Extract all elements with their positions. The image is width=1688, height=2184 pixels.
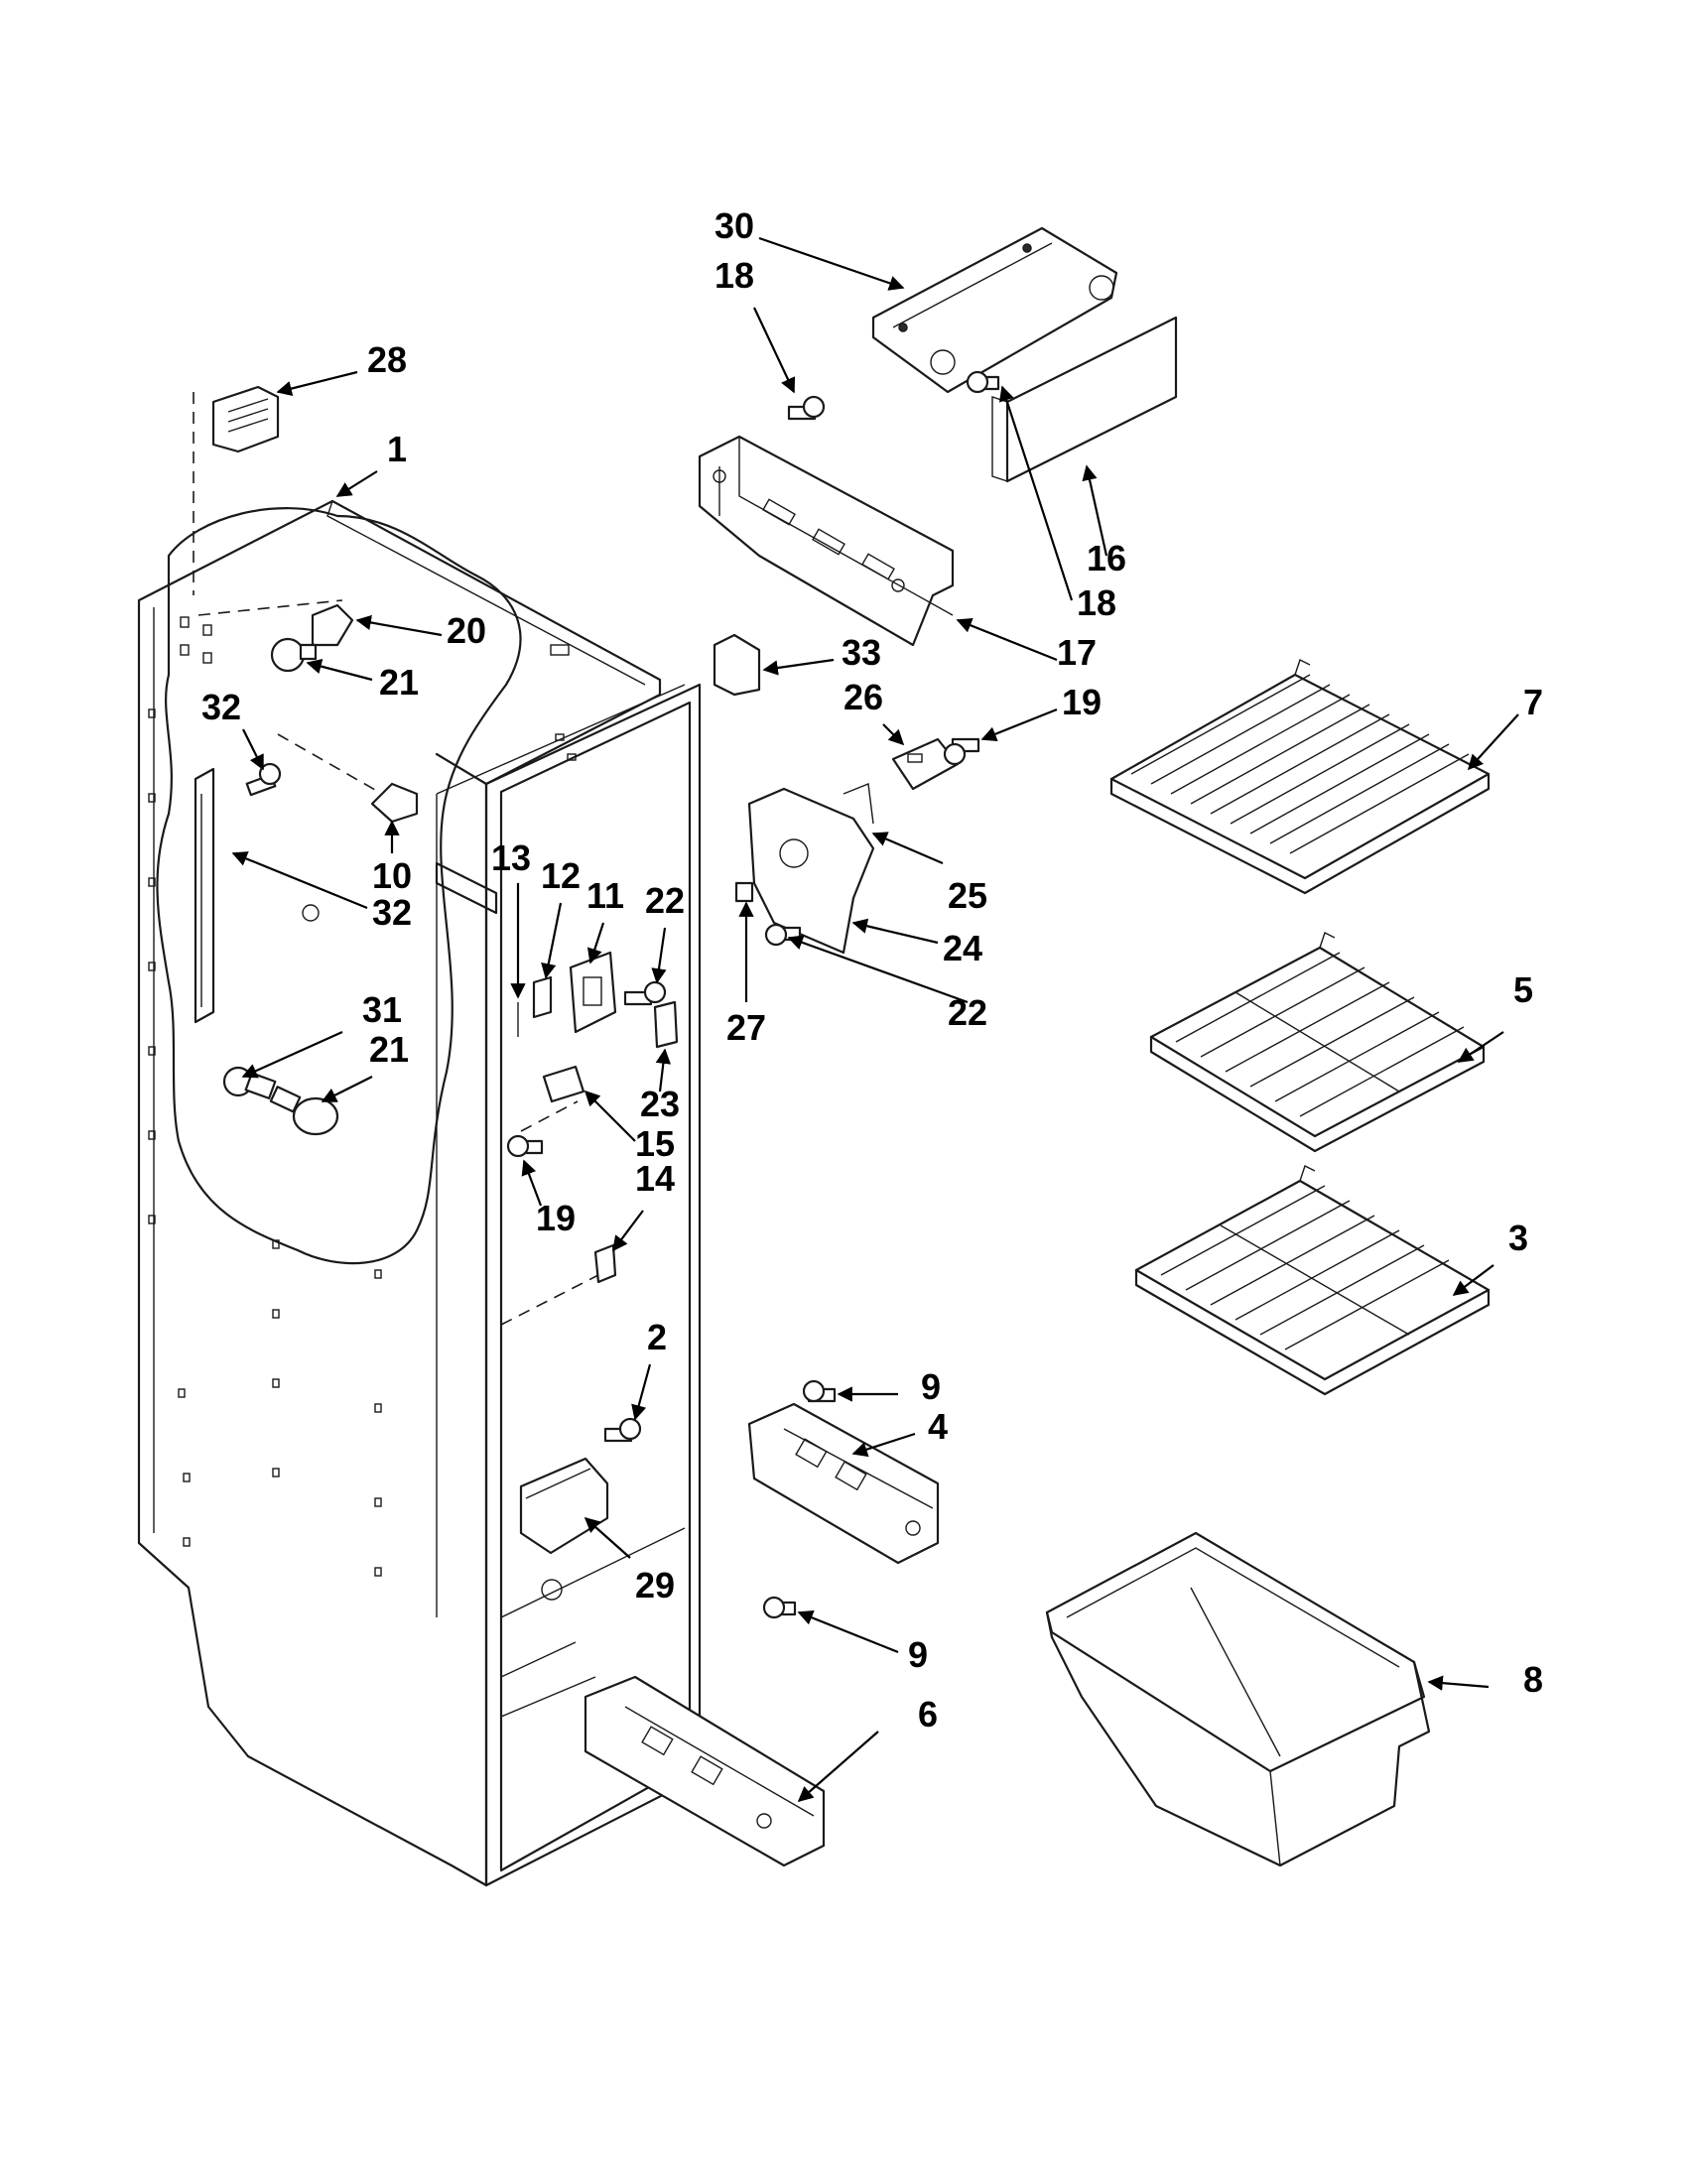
callout-14: 14 [635, 1158, 675, 1199]
callout-18: 18 [1077, 582, 1116, 623]
callout-2: 2 [647, 1317, 667, 1357]
callout-22: 22 [645, 880, 685, 921]
part-20-socket [311, 603, 354, 647]
part-29-cover [519, 1457, 609, 1555]
callout-11: 11 [586, 875, 624, 916]
callout-32: 32 [201, 687, 241, 727]
callout-10: 10 [372, 855, 412, 896]
callout-19: 19 [536, 1198, 576, 1238]
callout-22: 22 [948, 992, 987, 1033]
callout-21: 21 [379, 662, 419, 703]
callout-3: 3 [1508, 1218, 1528, 1258]
part-4-slide [747, 1402, 940, 1565]
part-25-housing [747, 783, 875, 955]
part-21-bulb-lower [269, 1086, 339, 1136]
part-18-screw-right [966, 370, 1000, 394]
part-18-screw-top [787, 395, 826, 421]
part-17-housing [698, 435, 955, 647]
callout-23: 23 [640, 1084, 680, 1124]
callout-31: 31 [362, 989, 402, 1030]
part-8-bin [1045, 1531, 1431, 1867]
callout-26: 26 [844, 677, 883, 717]
callout-30: 30 [714, 205, 754, 246]
callout-20: 20 [447, 610, 486, 651]
part-7-shelf [1109, 659, 1491, 895]
callout-6: 6 [918, 1694, 938, 1734]
part-12-bracket [532, 975, 553, 1019]
part-31-socket [222, 1066, 277, 1100]
callout-17: 17 [1057, 632, 1097, 673]
part-23-clip [653, 1000, 679, 1049]
leader-lines [231, 236, 1519, 1803]
part-30-hinge-cover [871, 226, 1118, 394]
part-19-screw-right [943, 737, 980, 766]
part-10-clip [370, 782, 419, 824]
callout-5: 5 [1513, 969, 1533, 1010]
part-22-screw-center [764, 923, 802, 947]
callout-21: 21 [369, 1029, 409, 1070]
callout-4: 4 [928, 1406, 948, 1447]
callout-33: 33 [842, 632, 881, 673]
callout-15: 15 [635, 1123, 675, 1164]
part-32-screw [245, 762, 282, 797]
callout-13: 13 [491, 837, 531, 878]
callout-25: 25 [948, 875, 987, 916]
callout-16: 16 [1087, 538, 1126, 578]
callout-24: 24 [943, 928, 982, 968]
callout-9: 9 [908, 1634, 928, 1675]
part-6-slide [584, 1675, 826, 1867]
part-15-control-board [542, 1065, 585, 1103]
light-rail [194, 767, 215, 1024]
part-2-screw [603, 1417, 642, 1443]
callout-12: 12 [541, 855, 581, 896]
callout-32: 32 [372, 892, 412, 933]
callout-19: 19 [1062, 682, 1102, 722]
part-19-screw-front [506, 1134, 544, 1158]
callout-29: 29 [635, 1565, 675, 1606]
callout-9: 9 [921, 1366, 941, 1407]
part-9-screw-lower [762, 1596, 797, 1619]
part-14-switch [593, 1243, 617, 1284]
part-27-knob [734, 881, 754, 903]
part-22-screw-front [623, 980, 667, 1006]
part-28-cover [211, 385, 280, 453]
callout-1: 1 [387, 429, 407, 469]
part-11-thermostat [569, 951, 617, 1034]
callout-28: 28 [367, 339, 407, 380]
part-33-clip [713, 633, 761, 697]
callout-18: 18 [714, 255, 754, 296]
callout-8: 8 [1523, 1659, 1543, 1700]
part-5-shelf [1149, 932, 1486, 1153]
callout-27: 27 [726, 1007, 766, 1048]
part-21-bulb-top [270, 637, 318, 673]
callout-7: 7 [1523, 682, 1543, 722]
part-3-shelf [1134, 1165, 1491, 1396]
part-9-screw-upper [802, 1379, 837, 1403]
